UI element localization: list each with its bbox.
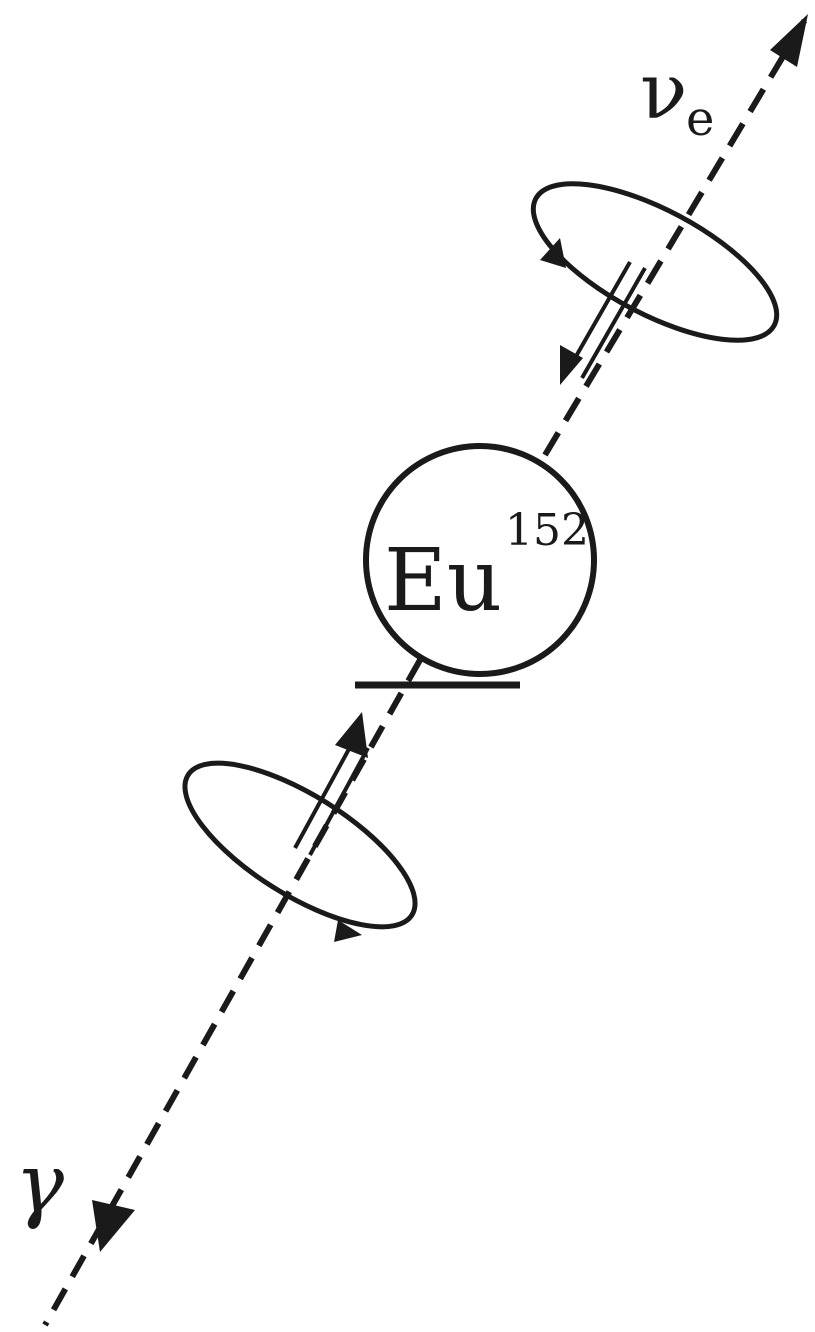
gamma-spin-vector	[295, 712, 368, 855]
neutrino-label: ν	[640, 47, 687, 137]
neutrino-spin-vector	[560, 262, 645, 385]
nucleus-mass-number: 152	[505, 505, 589, 556]
neutrino-subscript: e	[686, 91, 714, 147]
neutrino-spin-direction-icon	[540, 238, 566, 268]
neutrino-arrowhead	[770, 14, 808, 67]
gamma-label: γ	[15, 1137, 65, 1232]
neutrino-spin-loop	[511, 153, 798, 372]
nucleus-symbol: Eu	[384, 531, 502, 631]
nucleus: Eu 152	[366, 446, 594, 674]
gamma-spin-loop	[162, 733, 439, 958]
gamma-arrowhead	[92, 1200, 135, 1252]
gamma-spin-arrow-icon	[335, 712, 368, 758]
